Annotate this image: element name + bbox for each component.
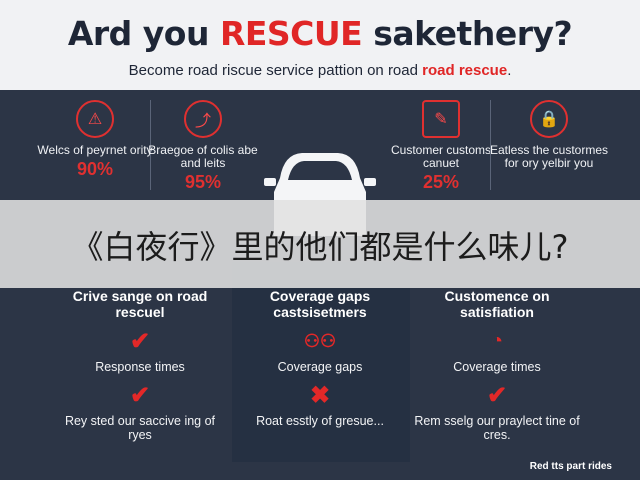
people-icon: ⚇⚇: [303, 330, 337, 351]
caption-text: 《白夜行》里的他们都是什么味儿?: [71, 228, 569, 266]
stat-1: ⚠ Welcs of peyrnet ority 90%: [30, 96, 160, 180]
lock-icon: 🔒: [530, 100, 568, 138]
stat-2: ⤴ Braegoe of colis abe and leits 95%: [138, 96, 268, 193]
column-foot: Rem sselg our praylect tine of cres.: [414, 414, 580, 442]
cross-icon: ✖: [309, 381, 331, 409]
stat-value: 90%: [76, 159, 114, 179]
page-subtitle: Become road riscue service pattion on ro…: [128, 62, 512, 79]
page-title: Ard you RESCUE sakethery?: [67, 14, 573, 53]
check-icon: ✔: [129, 327, 151, 355]
column-row: Response times: [95, 360, 185, 374]
footer-note: Red tts part rides: [529, 461, 612, 472]
column-foot: Roat esstly of gresue...: [256, 414, 384, 428]
check-icon: ✔: [486, 381, 508, 409]
middle-panel: [232, 262, 410, 462]
document-icon: ✎: [422, 100, 460, 138]
column-foot: Rey sted our saccive ing of ryes: [64, 414, 216, 442]
stat-label: Eatless the custormes for ory yelbir you: [489, 143, 609, 170]
stat-value: 95%: [184, 172, 222, 192]
column-title: Coverage gaps castsisetmers: [269, 288, 371, 320]
stat-value: 25%: [422, 172, 460, 192]
stat-label: Braegoe of colis abe and leits: [148, 143, 258, 170]
column-1: Crive sange on road rescuel ✔ Response t…: [55, 288, 225, 442]
column-title: Crive sange on road rescuel: [72, 288, 208, 320]
column-row: Coverage times: [453, 360, 541, 374]
column-3: Customence on satisfiation ◔ Coverage ti…: [412, 288, 582, 442]
caption-overlay: [0, 200, 640, 288]
route-icon: ⤴: [184, 100, 222, 138]
chart-icon: ◔: [490, 329, 504, 352]
stat-4: 🔒 Eatless the custormes for ory yelbir y…: [484, 96, 614, 172]
stat-label: Customer customs canuet: [390, 143, 492, 170]
check-icon: ✔: [129, 381, 151, 409]
header-band: [0, 0, 640, 90]
stat-3: ✎ Customer customs canuet 25%: [376, 96, 506, 193]
subtitle-accent: road rescue: [422, 62, 508, 79]
column-title: Customence on satisfiation: [444, 288, 550, 320]
stat-label: Welcs of peyrnet ority: [37, 143, 153, 157]
column-2: Coverage gaps castsisetmers ⚇⚇ Coverage …: [235, 288, 405, 428]
column-row: Coverage gaps: [277, 360, 363, 374]
warning-icon: ⚠: [76, 100, 114, 138]
title-accent: RESCUE: [219, 14, 363, 53]
divider: [150, 100, 151, 190]
divider: [490, 100, 491, 190]
